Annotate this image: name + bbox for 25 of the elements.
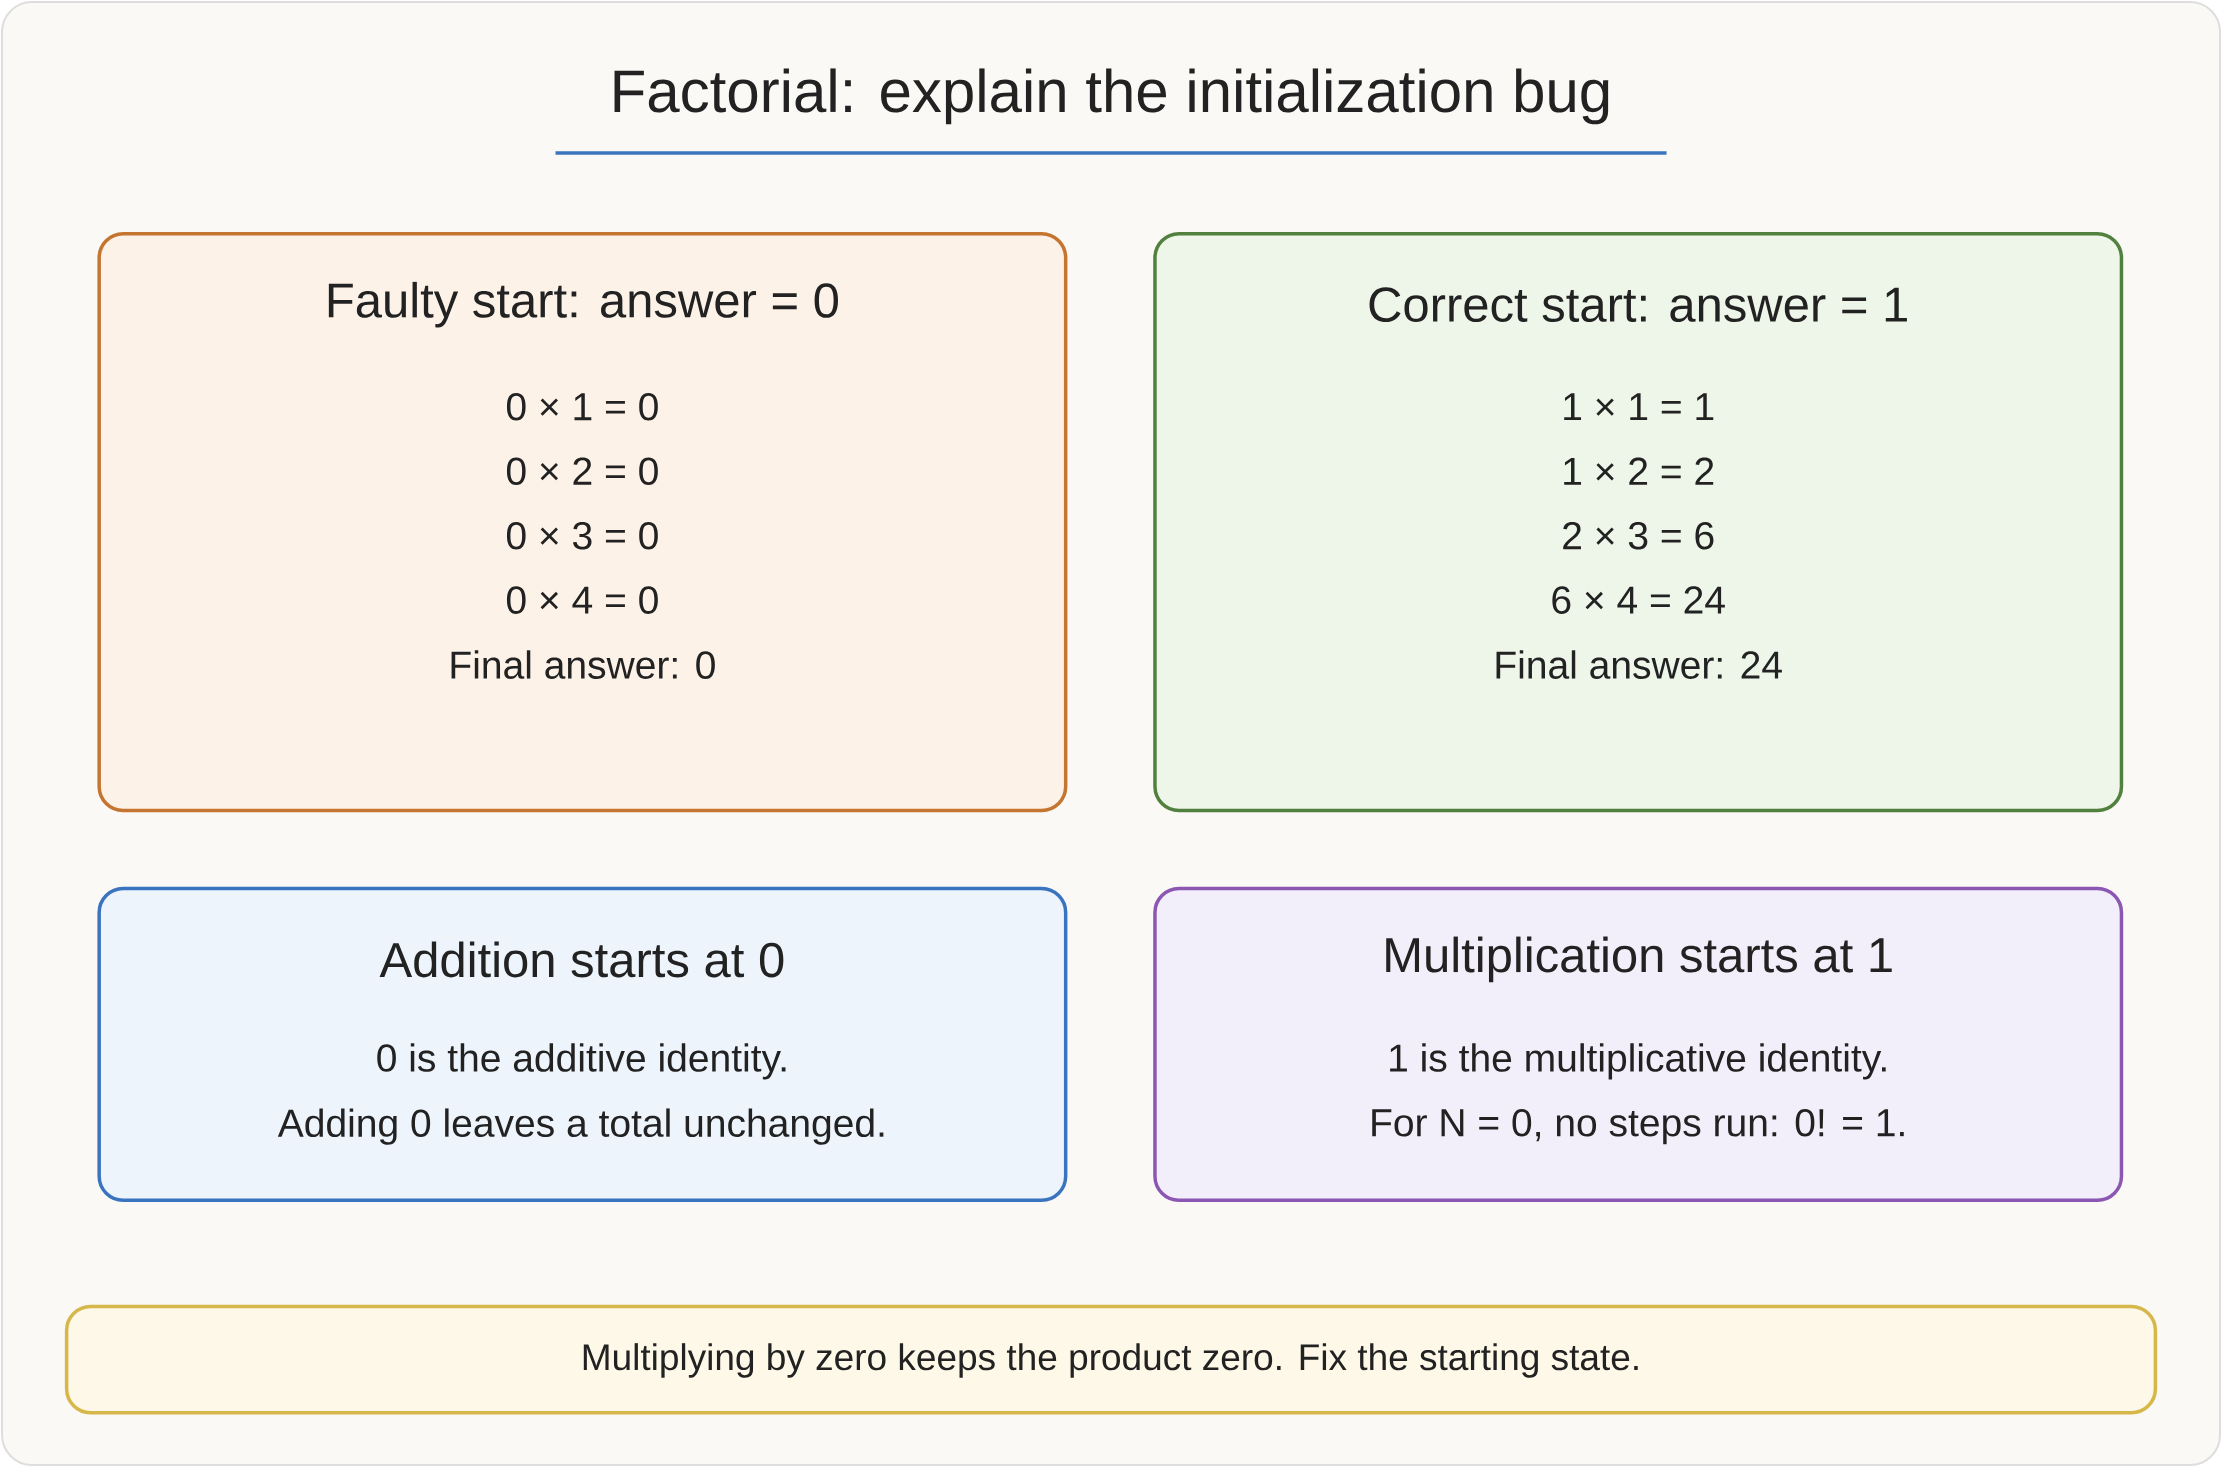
card <box>1153 886 2124 1203</box>
card <box>1153 232 2124 813</box>
card-line: Final answer: 0 <box>451 650 715 679</box>
card-line: 0 × 2 = 0 <box>506 457 658 485</box>
card-heading: Addition starts at 0 <box>379 941 784 978</box>
title: Factorial: explain the initialization bug <box>614 68 1609 125</box>
card-line: 1 is the multiplicative identity. <box>1390 1043 1886 1080</box>
card <box>97 232 1068 813</box>
card-heading: Correct start: answer = 1 <box>1369 287 1907 323</box>
card-line: Adding 0 leaves a total unchanged. <box>277 1108 884 1145</box>
card-line: 0 is the additive identity. <box>377 1043 786 1080</box>
card-line: 0 × 4 = 0 <box>506 586 658 614</box>
card-line: For N = 0, no steps run: 0! = 1. <box>1372 1108 1904 1145</box>
card <box>97 886 1068 1203</box>
card-line: 1 × 1 = 1 <box>1564 393 1714 421</box>
card-line: 0 × 3 = 0 <box>506 521 658 550</box>
note-text: Multiplying by zero keeps the product zero. Fix the starting state. <box>583 1343 1638 1378</box>
card-line: Final answer: 24 <box>1496 650 1782 679</box>
card-line: 2 × 3 = 6 <box>1563 521 1714 550</box>
card-line: 1 × 2 = 2 <box>1564 457 1714 485</box>
card-line: 6 × 4 = 24 <box>1552 586 1725 614</box>
note-box <box>64 1304 2158 1415</box>
card-line: 0 × 1 = 0 <box>506 392 658 421</box>
card-heading: Faulty start: answer = 0 <box>328 281 838 328</box>
card-heading: Multiplication starts at 1 <box>1386 936 1892 983</box>
